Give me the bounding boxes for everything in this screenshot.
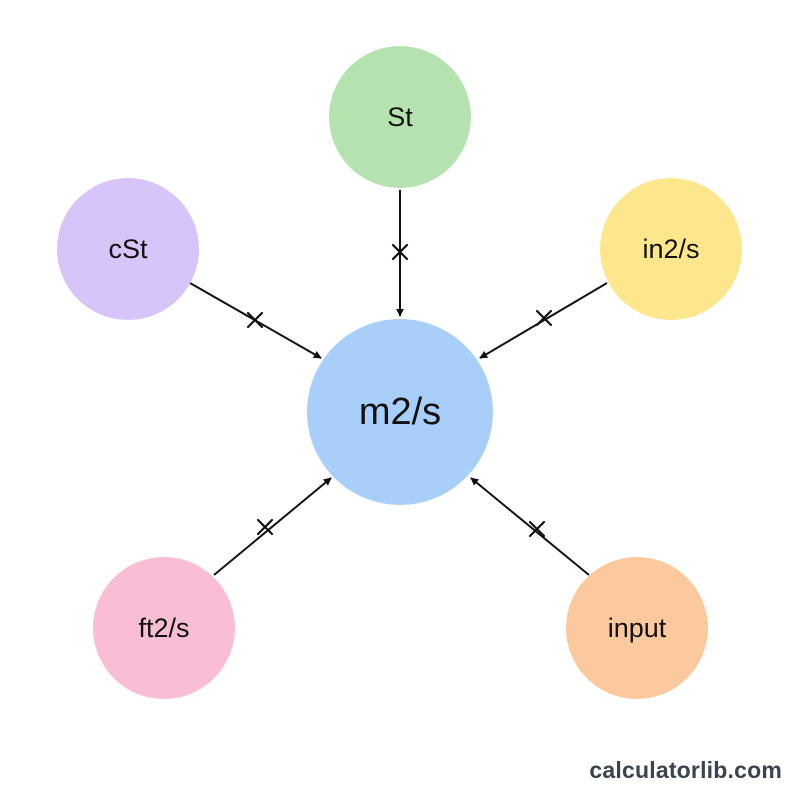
node-input-label: input [608, 613, 667, 643]
edge-input-to-center [470, 477, 590, 576]
edge-in2s-to-center [479, 282, 608, 359]
node-st-circle [329, 46, 471, 188]
edge-input-line [470, 477, 590, 576]
node-ft2s: ft2/s [93, 557, 235, 699]
node-in2s: in2/s [600, 178, 742, 320]
node-center-m2s: m2/s [307, 319, 493, 505]
edge-ft2s-line [213, 477, 332, 576]
node-cst-label: cSt [108, 234, 148, 264]
edge-ft2s-to-center [213, 477, 332, 576]
edge-st-multiply-mark [391, 243, 409, 261]
node-input: input [566, 557, 708, 699]
edge-input-multiply-mark [528, 520, 546, 538]
edge-ft2s-multiply-mark [256, 518, 274, 536]
node-st: St [329, 46, 471, 188]
node-in2s-label: in2/s [642, 234, 699, 264]
node-st-label: St [387, 102, 413, 132]
node-in2s-circle [600, 178, 742, 320]
node-center-label: m2/s [359, 391, 441, 433]
node-ft2s-circle [93, 557, 235, 699]
node-center-circle [307, 319, 493, 505]
node-cst: cSt [57, 178, 199, 320]
edge-cst-to-center [189, 282, 322, 359]
edge-st-to-center [391, 190, 409, 317]
node-ft2s-label: ft2/s [138, 613, 189, 643]
edges [189, 190, 608, 576]
node-cst-circle [57, 178, 199, 320]
edge-in2s-multiply-mark [535, 309, 553, 327]
edge-cst-multiply-mark [246, 311, 264, 329]
edge-in2s-line [479, 282, 608, 359]
node-input-circle [566, 557, 708, 699]
watermark-site-name: calculatorlib.com [589, 757, 782, 783]
